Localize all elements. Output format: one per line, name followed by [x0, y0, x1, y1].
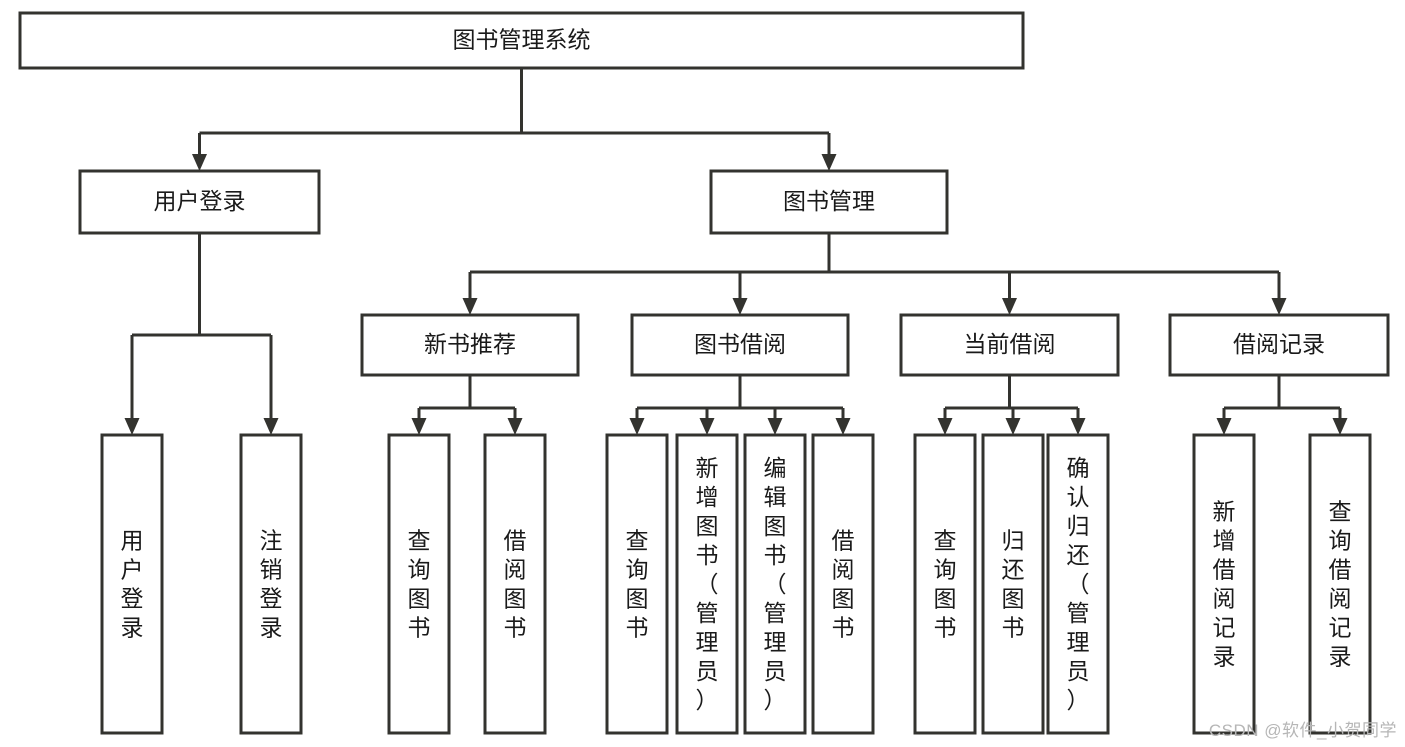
edge-arrowhead	[835, 418, 851, 435]
node-box-borrow-record[interactable]	[1168, 313, 1390, 377]
node-leaf-query-book-current[interactable]: 查询图书	[913, 433, 977, 735]
node-label-leaf-query-book-borrow: 查询图书	[626, 528, 649, 641]
node-box-leaf-add-borrow-record[interactable]	[1192, 433, 1256, 735]
node-label-leaf-user-login: 用户登录	[121, 528, 144, 641]
node-leaf-user-login[interactable]: 用户登录	[100, 433, 164, 735]
node-label-leaf-query-book-current: 查询图书	[934, 528, 957, 641]
edge-group-user-login	[124, 233, 279, 435]
edge-arrowhead	[937, 418, 953, 435]
node-current-borrow[interactable]: 当前借阅	[899, 313, 1120, 377]
node-box-leaf-logout[interactable]	[239, 433, 303, 735]
edge-arrowhead	[1216, 418, 1232, 435]
node-box-leaf-borrow-book-rec[interactable]	[483, 433, 547, 735]
node-leaf-return-book[interactable]: 归还图书	[981, 433, 1045, 735]
edge-arrowhead	[629, 418, 645, 435]
node-label-leaf-borrow-book-rec: 借阅图书	[504, 528, 527, 641]
node-box-new-book-rec[interactable]	[360, 313, 580, 377]
edge-group-new-book-rec	[411, 375, 523, 435]
node-leaf-borrow-book-rec[interactable]: 借阅图书	[483, 433, 547, 735]
node-label-root: 图书管理系统	[453, 27, 591, 53]
node-label-borrow-record: 借阅记录	[1233, 331, 1325, 357]
node-label-book-manage: 图书管理	[783, 188, 875, 214]
edge-arrowhead	[462, 298, 478, 315]
edge-arrowhead	[263, 418, 279, 435]
node-box-leaf-query-book-current[interactable]	[913, 433, 977, 735]
node-new-book-rec[interactable]: 新书推荐	[360, 313, 580, 377]
node-label-leaf-query-book-rec: 查询图书	[408, 528, 431, 641]
node-box-book-borrow[interactable]	[630, 313, 850, 377]
edge-group-current-borrow	[937, 375, 1086, 435]
edge-arrowhead	[507, 418, 523, 435]
node-leaf-add-book-admin[interactable]: 新增图书（管理员）	[675, 433, 739, 735]
node-book-manage[interactable]: 图书管理	[709, 169, 949, 235]
node-label-leaf-add-book-admin: 新增图书（管理员）	[696, 455, 719, 713]
node-leaf-add-borrow-record[interactable]: 新增借阅记录	[1192, 433, 1256, 735]
node-leaf-confirm-return-admin[interactable]: 确认归还（管理员）	[1046, 433, 1110, 735]
edge-arrowhead	[1005, 418, 1021, 435]
node-box-book-manage[interactable]	[709, 169, 949, 235]
node-box-user-login[interactable]	[78, 169, 321, 235]
node-leaf-query-borrow-record[interactable]: 查询借阅记录	[1308, 433, 1372, 735]
edge-arrowhead	[192, 154, 207, 171]
nodes-layer: 图书管理系统用户登录图书管理新书推荐图书借阅当前借阅借阅记录用户登录注销登录查询…	[18, 11, 1390, 735]
edge-arrowhead	[411, 418, 427, 435]
node-box-leaf-user-login[interactable]	[100, 433, 164, 735]
node-leaf-borrow-book[interactable]: 借阅图书	[811, 433, 875, 735]
node-label-leaf-return-book: 归还图书	[1002, 528, 1025, 641]
node-user-login[interactable]: 用户登录	[78, 169, 321, 235]
node-borrow-record[interactable]: 借阅记录	[1168, 313, 1390, 377]
node-box-root[interactable]	[18, 11, 1025, 70]
node-label-leaf-borrow-book: 借阅图书	[832, 528, 855, 641]
node-label-book-borrow: 图书借阅	[694, 331, 786, 357]
node-box-leaf-return-book[interactable]	[981, 433, 1045, 735]
node-box-leaf-query-borrow-record[interactable]	[1308, 433, 1372, 735]
node-label-leaf-logout: 注销登录	[260, 528, 283, 641]
edge-group-book-manage	[462, 233, 1287, 315]
node-leaf-logout[interactable]: 注销登录	[239, 433, 303, 735]
node-box-leaf-edit-book-admin[interactable]	[743, 433, 807, 735]
edge-arrowhead	[732, 298, 748, 315]
edge-arrowhead	[1070, 418, 1086, 435]
node-label-leaf-query-borrow-record: 查询借阅记录	[1329, 499, 1352, 670]
node-book-borrow[interactable]: 图书借阅	[630, 313, 850, 377]
node-box-leaf-query-book-rec[interactable]	[387, 433, 451, 735]
node-box-current-borrow[interactable]	[899, 313, 1120, 377]
node-leaf-edit-book-admin[interactable]: 编辑图书（管理员）	[743, 433, 807, 735]
edge-arrowhead	[1271, 298, 1287, 315]
edge-group-root	[192, 68, 837, 171]
node-label-user-login: 用户登录	[154, 188, 246, 214]
node-label-leaf-add-borrow-record: 新增借阅记录	[1213, 499, 1236, 670]
node-leaf-query-book-borrow[interactable]: 查询图书	[605, 433, 669, 735]
edge-arrowhead	[1332, 418, 1348, 435]
edges-layer	[124, 68, 1348, 435]
node-label-leaf-edit-book-admin: 编辑图书（管理员）	[764, 455, 787, 713]
edge-arrowhead	[124, 418, 140, 435]
edge-arrowhead	[767, 418, 783, 435]
node-leaf-query-book-rec[interactable]: 查询图书	[387, 433, 451, 735]
node-box-leaf-query-book-borrow[interactable]	[605, 433, 669, 735]
edge-arrowhead	[699, 418, 715, 435]
node-box-leaf-borrow-book[interactable]	[811, 433, 875, 735]
edge-group-borrow-record	[1216, 375, 1348, 435]
node-label-leaf-confirm-return-admin: 确认归还（管理员）	[1067, 455, 1090, 713]
edge-arrowhead	[821, 154, 837, 171]
edge-group-book-borrow	[629, 375, 851, 435]
node-box-leaf-add-book-admin[interactable]	[675, 433, 739, 735]
node-label-current-borrow: 当前借阅	[964, 331, 1056, 357]
edge-arrowhead	[1002, 298, 1017, 315]
node-box-leaf-confirm-return-admin[interactable]	[1046, 433, 1110, 735]
node-label-new-book-rec: 新书推荐	[424, 331, 516, 357]
node-root[interactable]: 图书管理系统	[18, 11, 1025, 70]
